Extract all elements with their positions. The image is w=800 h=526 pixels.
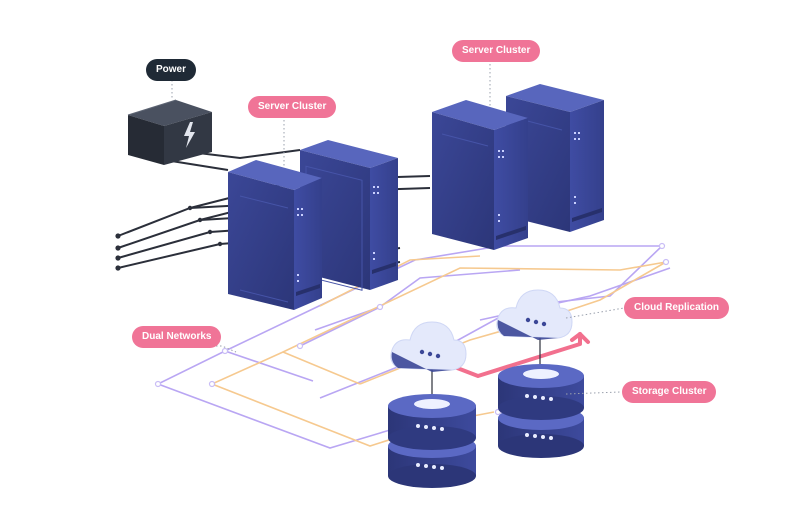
storage-left: [388, 394, 476, 488]
label-storage-cluster: Storage Cluster: [622, 381, 717, 403]
storage-right: [498, 364, 584, 458]
database-icon: [388, 394, 476, 488]
server-left-front: [228, 160, 322, 310]
database-icon: [498, 364, 584, 458]
label-leaders: [171, 60, 625, 395]
power-cable-nodes: [115, 205, 223, 271]
replication-link: [450, 332, 590, 378]
label-cloud-replication: Cloud Replication: [624, 297, 729, 319]
label-server-cluster-left: Server Cluster: [248, 96, 337, 118]
label-dual-networks: Dual Networks: [132, 326, 222, 348]
cloud-right: [496, 289, 573, 376]
label-power: Power: [146, 59, 197, 81]
server-right-front: [432, 100, 528, 250]
cloud-left: [390, 321, 467, 400]
cloud-icon: [390, 321, 467, 371]
lightning-bolt-icon: [184, 122, 195, 148]
label-server-cluster-right: Server Cluster: [452, 40, 541, 62]
power-unit: [127, 99, 212, 165]
network-junctions: [154, 242, 670, 416]
cloud-icon: [496, 289, 573, 339]
